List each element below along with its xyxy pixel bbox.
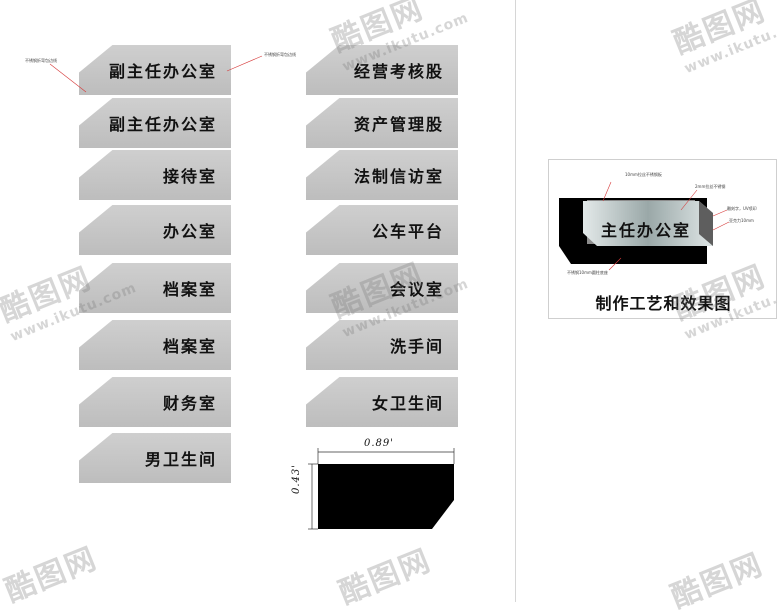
drawing-sheet: 副主任办公室 副主任办公室 接待室 办公室 档案室 档案室 财务室 男卫生间 经… — [25, 0, 516, 602]
preview-note-1: 10mm拉丝不锈钢板 — [625, 172, 662, 177]
sign-left-1: 副主任办公室 — [79, 45, 231, 95]
sign-label: 法制信访室 — [353, 167, 444, 186]
annotation-leaders — [49, 55, 263, 93]
sign-left-7: 财务室 — [79, 377, 231, 427]
watermark: 酷图网 — [666, 547, 769, 616]
preview-note-5: 不锈钢10mm圆柱底座 — [567, 270, 608, 275]
dimension-height: 0.43' — [291, 463, 302, 494]
sign-right-7: 女卫生间 — [306, 377, 458, 427]
sign-label: 档案室 — [162, 280, 217, 299]
annotation-right: 不锈钢折弯包边线 — [264, 52, 296, 57]
dimension-width: 0.89' — [364, 438, 395, 449]
sign-right-6: 洗手间 — [306, 320, 458, 370]
preview-caption: 制作工艺和效果图 — [595, 294, 732, 313]
annotation-left: 不锈钢折弯包边线 — [25, 58, 57, 63]
sign-label: 档案室 — [162, 337, 217, 356]
sign-label: 男卫生间 — [144, 450, 217, 469]
sign-label: 资产管理股 — [353, 115, 444, 134]
sign-label: 会议室 — [389, 280, 444, 299]
preview-sign-render — [559, 181, 730, 271]
sign-left-5: 档案室 — [79, 263, 231, 313]
sign-right-3: 法制信访室 — [306, 150, 458, 200]
sign-label: 经营考核股 — [353, 62, 444, 81]
sign-left-4: 办公室 — [79, 205, 231, 255]
sign-right-5: 会议室 — [306, 263, 458, 313]
sign-label: 洗手间 — [389, 337, 444, 356]
sign-right-4: 公车平台 — [306, 205, 458, 255]
dimension-drawing — [308, 448, 455, 530]
sign-left-8: 男卫生间 — [79, 433, 231, 483]
sign-left-2: 副主任办公室 — [79, 98, 231, 148]
sign-label: 副主任办公室 — [108, 62, 217, 81]
sign-label: 财务室 — [162, 394, 217, 413]
sign-label: 公车平台 — [371, 222, 444, 241]
sign-right-1: 经营考核股 — [306, 45, 458, 95]
preview-note-3: 雕刻字，UV喷印 — [727, 206, 757, 211]
preview-note-4: 亚克力10mm — [729, 218, 754, 223]
sign-label: 女卫生间 — [371, 394, 444, 413]
preview-sign-label: 主任办公室 — [600, 221, 691, 240]
sign-label: 接待室 — [162, 167, 217, 186]
preview-note-2: 2mm拉丝不锈钢 — [695, 184, 726, 189]
sign-label: 副主任办公室 — [108, 115, 217, 134]
sign-left-6: 档案室 — [79, 320, 231, 370]
sign-left-3: 接待室 — [79, 150, 231, 200]
watermark: 酷图网 www.ikutu.com — [668, 0, 777, 78]
sign-right-2: 资产管理股 — [306, 98, 458, 148]
effect-preview-panel: 10mm拉丝不锈钢板 2mm拉丝不锈钢 雕刻字，UV喷印 亚克力10mm 不锈钢… — [548, 159, 777, 319]
sign-label: 办公室 — [162, 222, 217, 241]
